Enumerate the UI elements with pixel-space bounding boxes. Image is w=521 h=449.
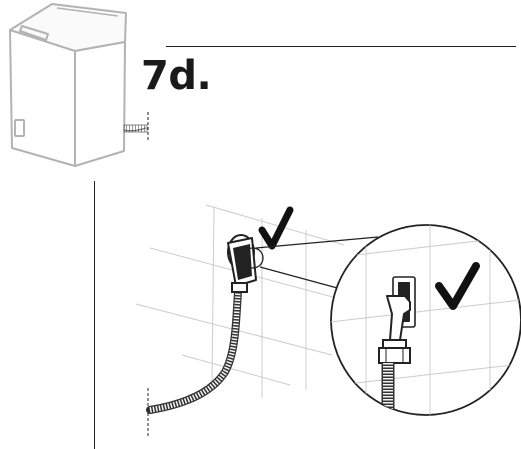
- faucet-icon: [378, 276, 416, 415]
- step-number: 7d.: [141, 53, 212, 99]
- hose-icon: [146, 288, 242, 414]
- washing-machine-icon: [9, 3, 147, 167]
- checkmark-icon: [435, 262, 480, 310]
- detail-magnifier: [330, 224, 521, 416]
- step-side-rule: [94, 181, 95, 449]
- hose-icon: [123, 124, 148, 133]
- faucet-icon: [227, 234, 257, 293]
- section-divider: [166, 46, 516, 47]
